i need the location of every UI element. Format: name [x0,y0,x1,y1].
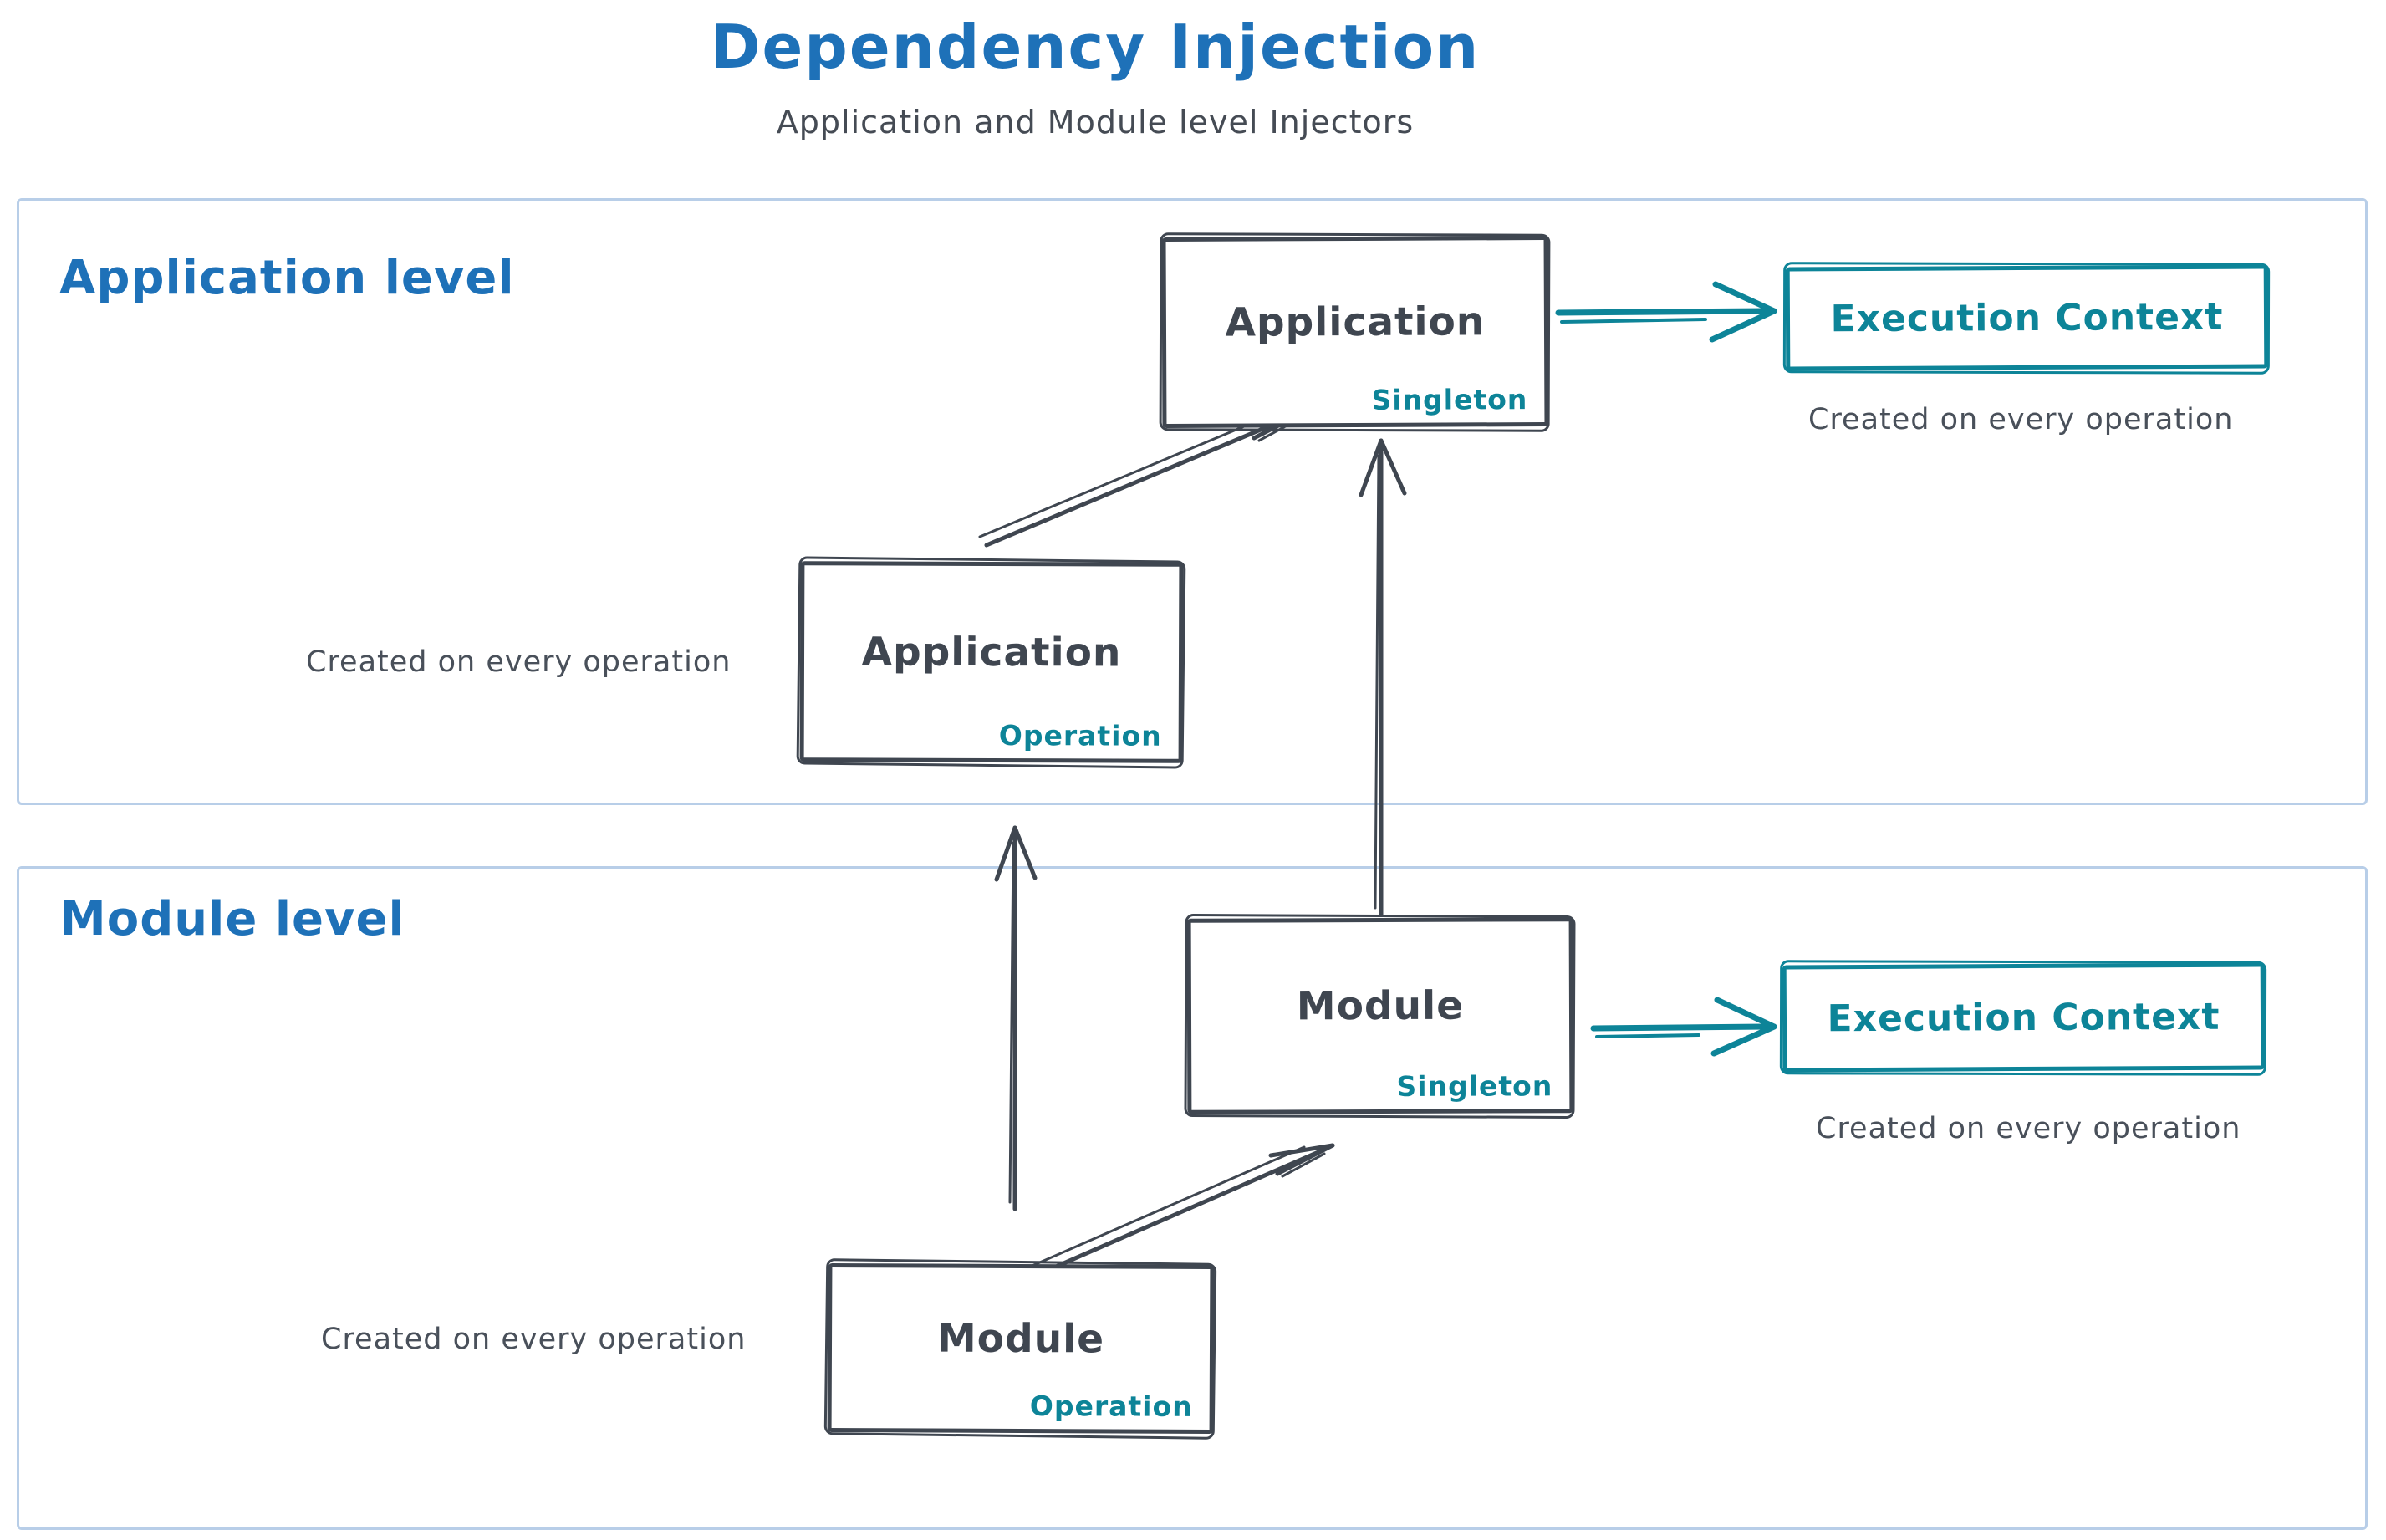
app-operation-title: Application [861,628,1122,676]
app-singleton-title: Application [1225,298,1486,346]
application-level-label: Application level [59,251,515,305]
page-title: Dependency Injection [710,12,1481,82]
application-level-section: Application level [17,198,2368,805]
module-operation-title: Module [936,1315,1105,1362]
app-operation-note: Created on every operation [306,645,732,679]
module-operation-node: Module Operation [827,1262,1215,1435]
module-singleton-title: Module [1296,982,1465,1029]
app-execution-context-note: Created on every operation [1808,403,2234,436]
module-level-section: Module level [17,866,2368,1530]
app-operation-node: Application Operation [799,561,1184,763]
app-operation-badge: Operation [998,719,1162,752]
module-execution-context-label: Execution Context [1827,995,2220,1040]
module-level-label: Module level [59,892,405,946]
app-execution-context-label: Execution Context [1830,295,2224,340]
diagram-header: Dependency Injection Application and Mod… [711,12,1481,140]
app-singleton-node: Application Singleton [1161,235,1549,429]
module-execution-context-node: Execution Context [1782,962,2266,1073]
module-singleton-node: Module Singleton [1186,917,1574,1114]
app-execution-context-node: Execution Context [1785,264,2269,371]
module-execution-context-note: Created on every operation [1816,1112,2241,1145]
module-operation-note: Created on every operation [321,1323,747,1356]
module-singleton-badge: Singleton [1396,1069,1553,1103]
page-subtitle: Application and Module level Injectors [776,104,1415,140]
app-singleton-badge: Singleton [1371,383,1528,416]
module-operation-badge: Operation [1029,1390,1193,1423]
